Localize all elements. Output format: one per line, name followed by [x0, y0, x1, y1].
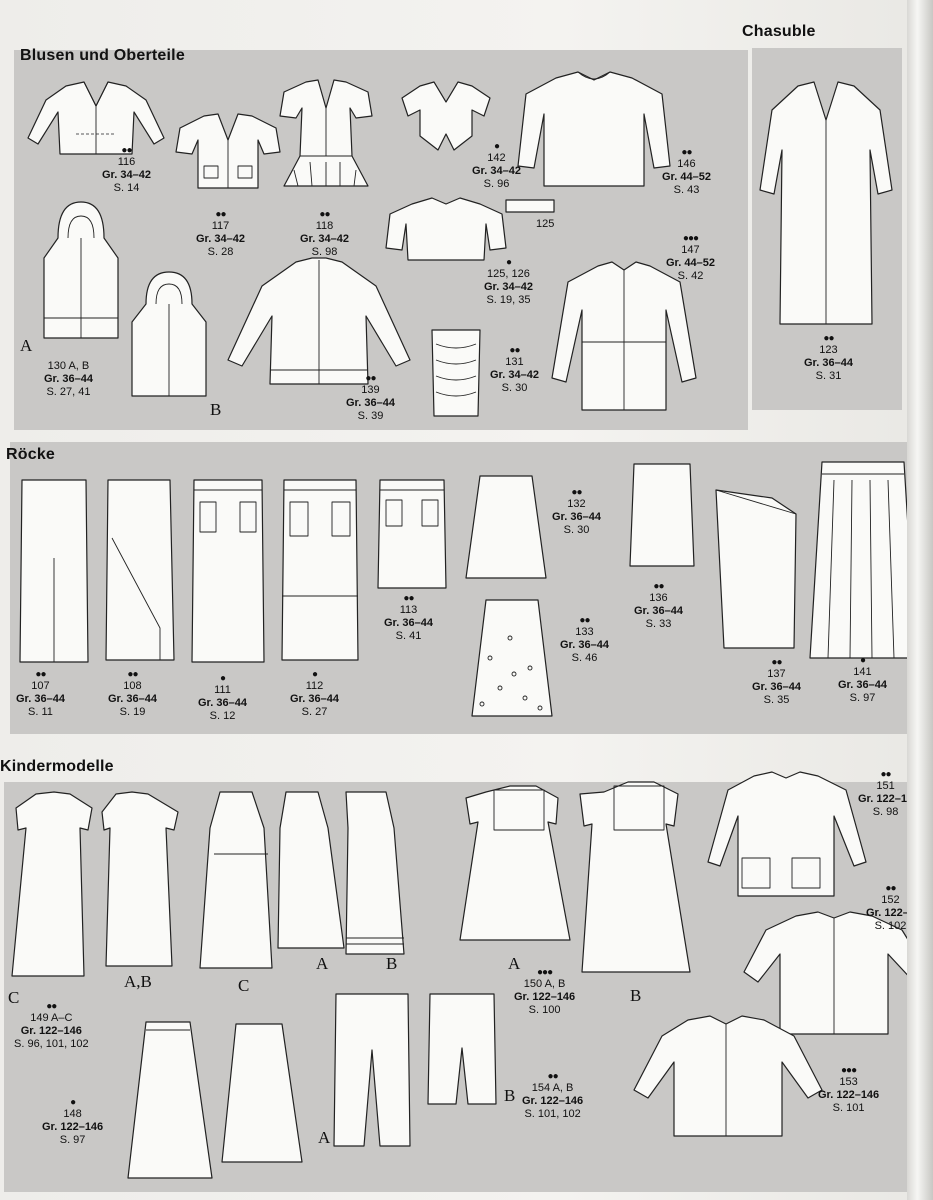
kids-149ab-drawing: [11, 791, 179, 977]
garment-142-drawing: [401, 81, 491, 151]
skirt-132-drawing: [465, 475, 547, 579]
garment-118-drawing: [279, 79, 373, 187]
section-heading-kinder: Kindermodelle: [0, 758, 114, 775]
variant-letter-130b: B: [210, 400, 222, 419]
variant-letter-154b: B: [504, 1086, 516, 1105]
section-heading-chasuble: Chasuble: [742, 23, 816, 40]
page-edge: [907, 0, 933, 1200]
label-125: 125: [536, 218, 555, 230]
kids-154-drawing: [333, 993, 497, 1147]
garment-130a-drawing: [43, 201, 119, 339]
skirt-137-drawing: [715, 489, 797, 649]
variant-letter-149c: C: [8, 988, 20, 1007]
garment-131-drawing: [431, 329, 481, 417]
kids-152-drawing: [743, 911, 929, 1035]
garment-125-drawing: [385, 197, 555, 261]
variant-letter-dress-b: B: [386, 954, 398, 973]
section-heading-roecke: Röcke: [6, 446, 56, 463]
kids-150-drawing: [459, 781, 691, 973]
variant-letter-130a: A: [20, 336, 33, 355]
kids-153-drawing: [633, 1015, 823, 1137]
garment-146-drawing: [517, 71, 671, 187]
kids-151-drawing: [707, 771, 867, 897]
garment-139-drawing: [227, 257, 411, 385]
variant-letter-154a: A: [318, 1128, 331, 1147]
skirt-108-drawing: [105, 479, 175, 661]
skirt-113-drawing: [377, 479, 447, 589]
garment-130b-drawing: [131, 271, 207, 397]
variant-letter-dress-a: A: [316, 954, 329, 973]
variant-letter-dress-c: C: [238, 976, 250, 995]
garment-117-drawing: [175, 113, 281, 189]
garment-116-drawing: [27, 81, 165, 155]
skirt-141-drawing: [809, 461, 917, 659]
variant-letter-150b: B: [630, 986, 642, 1005]
skirt-112-drawing: [281, 479, 359, 661]
skirt-133-drawing: [471, 599, 553, 717]
garment-123-drawing: [759, 81, 893, 325]
variant-letter-150a: A: [508, 954, 521, 973]
kids-dresses-drawing: [199, 791, 405, 969]
kids-148-drawing: [127, 1021, 303, 1179]
garment-147-drawing: [551, 261, 697, 411]
skirt-136-drawing: [629, 463, 695, 567]
skirt-107-drawing: [19, 479, 89, 663]
section-heading-blusen: Blusen und Oberteile: [20, 47, 185, 64]
skirt-111-drawing: [191, 479, 265, 663]
variant-letter-149ab: A,B: [124, 972, 152, 991]
